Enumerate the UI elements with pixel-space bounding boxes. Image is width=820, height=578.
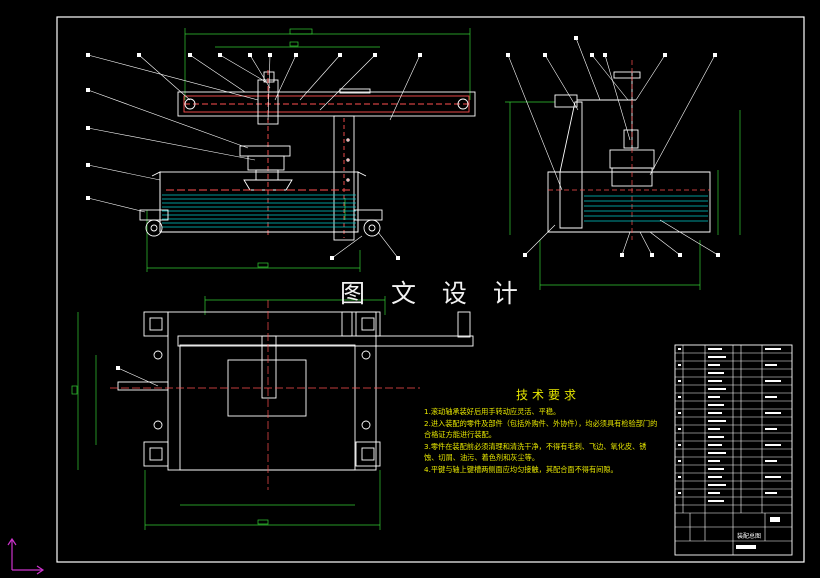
side-view-leaders [507,37,719,256]
front-view-leaders [87,54,421,259]
front-view [86,28,476,272]
wheel-assemblies [139,209,383,237]
top-view [71,296,474,530]
side-view-centerlines [548,60,710,240]
watermark-text: 图 文 设 计 [340,279,527,308]
trolley-carriage [239,70,293,238]
requirement-item: 4.平键与轴上键槽两侧面应均匀接触，其配合面不得有间隙。 [424,464,618,474]
front-view-balloons [86,53,422,260]
top-view-wheel-blocks [143,311,381,467]
drawing-frame [56,16,805,563]
top-view-balloon [116,366,120,370]
side-view-dimensions [505,101,741,290]
requirement-item: 3.零件在装配前必须清理和清洗干净，不得有毛刺、飞边、氧化皮、锈蚀、切屑、油污、… [424,441,647,463]
technical-requirements-list: 1.滚动轴承装好后用手转动应灵活、平稳。 2.进入装配的零件及部件（包括外购件、… [424,406,659,475]
drawing-name: 装配总图 [737,532,761,540]
tank-liquid [162,194,356,228]
tank-body [151,171,367,233]
top-view-centerlines [110,300,420,490]
front-view-dimensions [146,28,471,272]
requirement-item: 2.进入装配的零件及部件（包括外购件、外协件），均必须具有检验部门的合格证方能进… [424,418,658,440]
side-view [505,36,741,290]
gantry-beam [177,88,476,117]
requirement-item: 1.滚动轴承装好后用手转动应灵活、平稳。 [424,407,561,416]
top-view-dimensions [71,296,386,530]
ucs-axis-icon [7,537,45,575]
technical-requirements-title: 技术要求 [516,388,581,402]
side-view-structure [547,71,711,233]
title-block: 装配总图 [674,344,793,556]
support-column [333,115,355,241]
top-view-structure [117,311,474,471]
side-view-liquid [584,195,708,222]
top-view-leaders [117,367,159,387]
side-view-balloons [506,36,720,257]
